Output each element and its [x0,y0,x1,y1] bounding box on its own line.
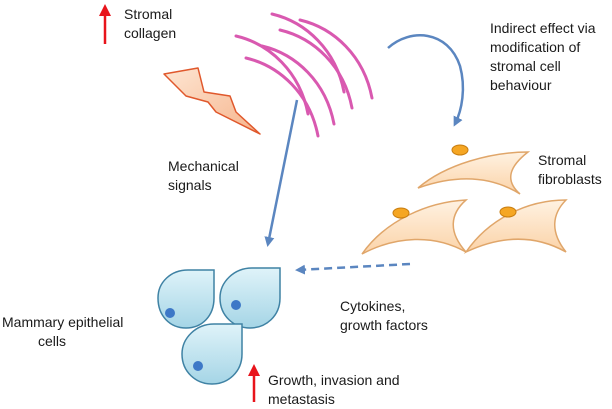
label-line: behaviour [490,77,552,93]
cytokines-label: Cytokines, growth factors [340,297,428,335]
growth-label: Growth, invasion and metastasis [268,371,400,409]
mechanical-signals-label: Mechanical signals [168,157,239,195]
label-line: stromal cell [490,58,561,74]
stromal-fibroblasts-label: Stromal fibroblasts [538,151,602,189]
label-line: Cytokines, [340,298,406,314]
mechanical-signals-arrow [264,99,299,247]
label-line: growth factors [340,317,428,333]
label-line: fibroblasts [538,171,602,187]
mammary-cells-label: Mammary epithelial cells [2,313,123,351]
stromal-collagen-label: Stromal collagen [124,5,176,43]
fibroblast-cell [361,199,469,255]
label-line: Mechanical [168,158,239,174]
cytokines-arrow [295,262,411,275]
label-line: Mammary epithelial [2,314,124,330]
label-line: Stromal [124,6,173,22]
indirect-effect-arrow [387,34,465,127]
indirect-effect-label: Indirect effect via modification of stro… [490,19,596,95]
label-line: Indirect effect via [490,20,596,36]
fibroblast-cell [417,144,531,195]
label-line: modification of [490,39,581,55]
label-line: Stromal [538,152,587,168]
collagen-fibers-icon [234,12,374,138]
label-line: signals [168,177,212,193]
epithelial-cell [219,267,281,329]
epithelial-cell [181,323,243,385]
lightning-bolt-icon [163,67,261,135]
label-line: metastasis [268,391,335,407]
label-line: Growth, invasion and [268,372,400,388]
epithelial-cell [157,269,215,329]
fibroblast-cell [463,199,568,254]
label-line: cells [38,333,67,349]
label-line: collagen [124,25,177,41]
